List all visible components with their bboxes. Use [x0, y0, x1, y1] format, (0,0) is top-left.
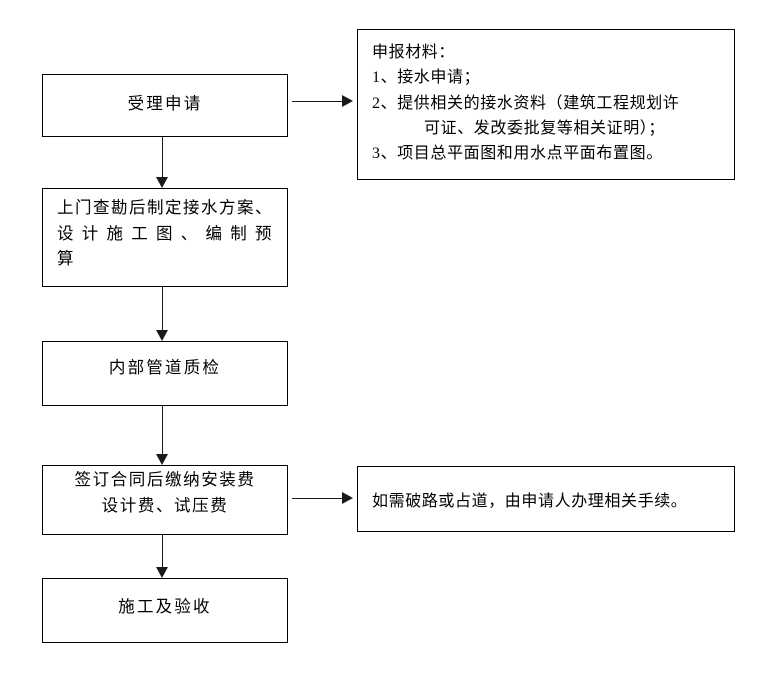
process-node-label: 受理申请 — [127, 93, 203, 113]
note-body: 申报材料： 1、接水申请； 2、提供相关的接水资料（建筑工程规划许可证、发改委批… — [358, 30, 734, 166]
arrow-down-icon — [156, 454, 168, 465]
note-list-item: 3、项目总平面图和用水点平面布置图。 — [372, 141, 722, 166]
process-node-accept-application[interactable]: 受理申请 — [42, 74, 288, 137]
process-node-label: 内部管道质检 — [108, 357, 222, 377]
connector-line — [162, 287, 163, 330]
process-node-label-line2: 案、设计施工图、编制预 — [57, 198, 273, 243]
process-node-label: 施工及验收 — [118, 596, 212, 616]
note-title: 申报材料： — [372, 44, 456, 61]
note-box-road-permit: 如需破路或占道，由申请人办理相关手续。 — [357, 466, 735, 532]
process-node-internal-inspection[interactable]: 内部管道质检 — [42, 341, 288, 406]
note-item-text: 接水申请； — [397, 69, 481, 87]
note-list-item: 1、接水申请； — [372, 65, 722, 90]
arrow-right-icon — [342, 95, 353, 107]
connector-line — [292, 101, 342, 102]
note-list-item: 2、提供相关的接水资料（建筑工程规划许可证、发改委批复等相关证明）； — [372, 91, 722, 142]
process-node-label: 签订合同后缴纳安装费 设计费、试压费 — [74, 470, 256, 515]
process-node-construction-acceptance[interactable]: 施工及验收 — [42, 578, 288, 643]
note-item-text: 提供相关的接水资料（建筑工程规划许 — [397, 94, 680, 112]
note-item-number: 2、 — [372, 94, 398, 112]
process-node-label: 上门查勘后制定接水方案、设计施工图、编制预算 — [43, 189, 287, 272]
process-node-label-line1: 上门查勘后制定接水方 — [57, 198, 237, 217]
process-node-contract-fees[interactable]: 签订合同后缴纳安装费 设计费、试压费 — [42, 465, 288, 535]
note-text: 如需破路或占道，由申请人办理相关手续。 — [372, 493, 688, 510]
connector-line — [162, 137, 163, 178]
note-item-continuation: 可证、发改委批复等相关证明）； — [424, 119, 666, 137]
note-box-required-materials: 申报材料： 1、接水申请； 2、提供相关的接水资料（建筑工程规划许可证、发改委批… — [357, 29, 735, 180]
arrow-right-icon — [342, 492, 353, 504]
arrow-down-icon — [156, 330, 168, 341]
connector-line — [162, 535, 163, 567]
arrow-down-icon — [156, 177, 168, 188]
note-item-number: 3、 — [372, 145, 398, 163]
connector-line — [292, 498, 342, 499]
process-node-label-line3: 算 — [57, 249, 75, 269]
note-item-text: 项目总平面图和用水点平面布置图。 — [397, 145, 663, 163]
arrow-down-icon — [156, 567, 168, 578]
connector-line — [162, 406, 163, 454]
process-node-survey-design[interactable]: 上门查勘后制定接水方案、设计施工图、编制预算 — [42, 188, 288, 287]
note-item-number: 1、 — [372, 69, 398, 87]
